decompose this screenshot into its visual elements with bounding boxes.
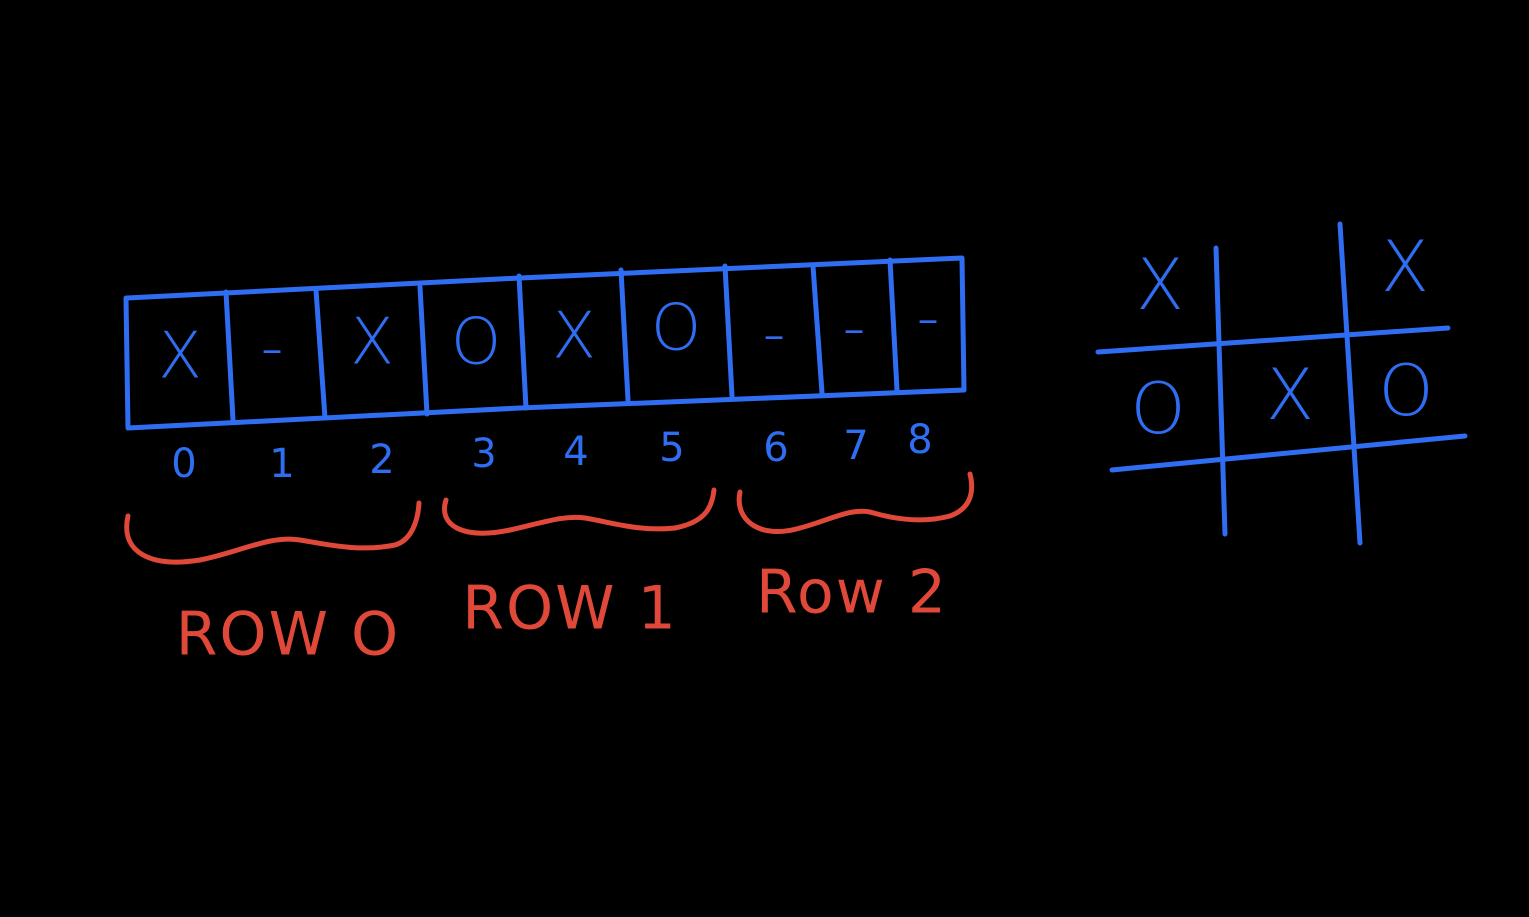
grid-cell-2: X [1381, 226, 1429, 308]
array-index-6: 6 [763, 425, 788, 471]
array-cell-7: - [842, 292, 865, 366]
grid-cell-0: X [1136, 244, 1184, 326]
row-label-1: ROW 1 [462, 574, 678, 644]
grid-cell-5: O [1378, 350, 1433, 432]
array-index-0: 0 [171, 441, 196, 487]
row-label-0: ROW O [176, 600, 401, 670]
array-divider [313, 287, 328, 421]
array-box [123, 255, 967, 431]
brace-row-1 [442, 487, 717, 536]
array-divider [618, 267, 631, 403]
array-index-2: 2 [369, 437, 394, 483]
array-cell-5: O [651, 292, 701, 366]
flat-array: X - X O X O - - - [123, 255, 967, 431]
row-labels: ROW O ROW 1 Row 2 [176, 558, 948, 670]
array-index-3: 3 [471, 431, 496, 477]
array-divider [417, 284, 430, 417]
array-divider [223, 289, 236, 423]
array-index-7: 7 [843, 423, 868, 469]
grid-cell-3: O [1130, 368, 1185, 450]
row-label-2: Row 2 [756, 558, 948, 628]
grid-line-vertical-2 [1337, 221, 1363, 546]
grid-line-horizontal-2 [1109, 433, 1468, 473]
array-divider [722, 263, 735, 399]
array-cell-2: X [350, 306, 394, 380]
array-index-1: 1 [269, 441, 294, 487]
grid-line-vertical-1 [1213, 245, 1228, 537]
brace-row-2 [736, 471, 975, 535]
row-braces [124, 471, 975, 565]
array-index-8: 8 [907, 417, 932, 463]
array-cell-4: X [552, 300, 596, 374]
array-indices: 0 1 2 3 4 5 6 7 8 [171, 417, 932, 487]
grid-line-horizontal-1 [1095, 325, 1451, 355]
array-divider [810, 263, 825, 396]
array-index-4: 4 [563, 429, 588, 475]
grid-cell-4: X [1266, 354, 1314, 436]
tic-tac-toe-grid: X X O X O [1095, 221, 1468, 546]
array-divider [887, 257, 900, 393]
array-cell-1: - [260, 312, 283, 386]
brace-row-0 [124, 500, 422, 565]
array-cell-8: - [916, 282, 939, 356]
array-cell-3: O [451, 306, 501, 380]
array-divider [516, 273, 529, 411]
array-cell-0: X [158, 320, 202, 394]
array-cell-6: - [762, 298, 785, 372]
array-index-5: 5 [659, 425, 684, 471]
